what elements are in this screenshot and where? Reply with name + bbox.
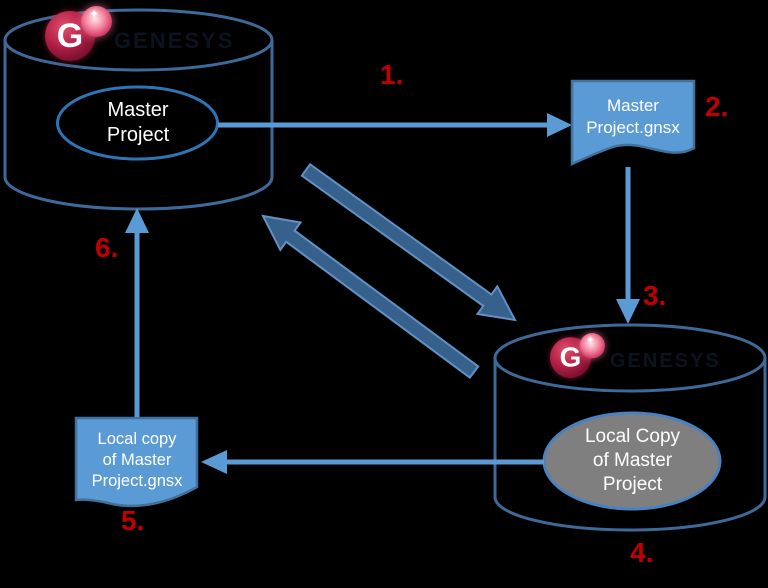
logo-highlight-sphere-icon <box>81 6 112 37</box>
master-project-label: Master Project <box>58 98 218 148</box>
sync-arrow-down-icon <box>300 162 517 322</box>
label-line: of Master <box>592 450 673 471</box>
local-export-label: Local copy of Master Project.gnsx <box>77 429 197 492</box>
label-line: Local copy <box>97 430 177 448</box>
logo-highlight-sphere-icon <box>579 333 605 359</box>
app-logo: G ✦ <box>45 6 115 64</box>
step-label-4: 4. <box>630 537 654 568</box>
step-label-5: 5. <box>121 505 145 536</box>
master-project-ellipse <box>56 85 219 161</box>
logo-letter: G <box>559 342 582 374</box>
app-wordmark: GENESYS <box>114 28 235 53</box>
arrow-head-icon <box>201 450 227 474</box>
logo-sparkle-icon: ✦ <box>586 333 595 346</box>
label-line: Project.gnsx <box>586 118 680 137</box>
label-line: Master <box>107 99 169 121</box>
sync-arrow-up-icon <box>261 214 480 379</box>
step-label-6: 6. <box>95 232 119 263</box>
label-line: Project.gnsx <box>91 472 183 490</box>
local-export-document <box>74 416 199 508</box>
logo-sparkle-icon: ✦ <box>89 7 100 21</box>
label-line: Project <box>602 474 663 495</box>
arrow-head-icon <box>125 208 149 233</box>
app-logo: G ✦ <box>550 333 607 381</box>
local-copy-label: Local Copy of Master Project <box>545 425 720 497</box>
app-wordmark: GENESYS <box>610 350 721 372</box>
step-label-1: 1. <box>380 59 404 90</box>
logo-letter: G <box>56 17 84 55</box>
master-export-document <box>570 79 696 166</box>
label-line: Project <box>106 124 170 146</box>
arrow-head-icon <box>547 113 572 137</box>
arrow-step5 <box>201 450 544 474</box>
arrow-step1 <box>218 113 572 137</box>
master-export-label: Master Project.gnsx <box>573 95 693 139</box>
step-label-2: 2. <box>705 91 729 122</box>
arrow-step3 <box>616 167 640 324</box>
label-line: Local Copy <box>584 426 681 447</box>
label-line: of Master <box>102 451 172 469</box>
arrow-step6 <box>125 208 149 417</box>
label-line: Master <box>607 96 659 115</box>
step-label-3: 3. <box>643 280 667 311</box>
arrow-head-icon <box>616 299 640 324</box>
